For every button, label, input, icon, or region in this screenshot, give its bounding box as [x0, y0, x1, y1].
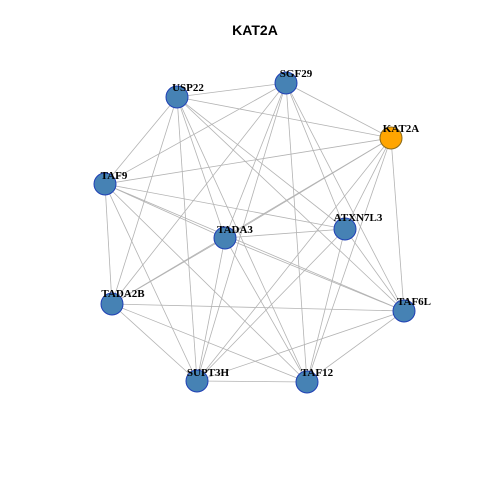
- node-label-taf9: TAF9: [101, 170, 128, 182]
- edges-layer: [104, 82, 405, 383]
- node-label-tada3: TADA3: [217, 224, 253, 236]
- node-label-taf12: TAF12: [301, 367, 334, 379]
- node-label-usp22: USP22: [172, 82, 204, 94]
- edge-taf9-atxn7l3: [104, 183, 346, 230]
- node-kat2a: KAT2A: [379, 123, 420, 150]
- chart-title: KAT2A: [232, 22, 278, 38]
- edge-usp22-taf12: [176, 96, 308, 383]
- edge-kat2a-taf9: [104, 137, 392, 185]
- node-taf12: TAF12: [295, 367, 334, 394]
- node-circle-taf6l: [392, 299, 416, 323]
- node-usp22: USP22: [165, 82, 204, 109]
- edge-taf9-taf12: [104, 183, 308, 383]
- edge-kat2a-taf6l: [390, 137, 405, 312]
- node-sgf29: SGF29: [274, 68, 313, 95]
- node-taf9: TAF9: [93, 170, 128, 196]
- edge-sgf29-supt3h: [196, 82, 287, 382]
- edge-taf9-supt3h: [104, 183, 198, 382]
- node-label-atxn7l3: ATXN7L3: [334, 212, 383, 224]
- node-circle-sgf29: [274, 71, 298, 95]
- edge-sgf29-usp22: [176, 82, 287, 98]
- edge-supt3h-taf12: [196, 380, 308, 383]
- edge-usp22-atxn7l3: [176, 96, 346, 230]
- node-label-tada2b: TADA2B: [101, 288, 145, 300]
- edge-taf9-taf6l: [104, 183, 405, 312]
- node-label-sgf29: SGF29: [280, 68, 313, 80]
- node-label-supt3h: SUPT3H: [187, 367, 230, 379]
- node-circle-kat2a: [379, 126, 403, 150]
- node-tada2b: TADA2B: [100, 288, 145, 316]
- edge-kat2a-atxn7l3: [344, 137, 392, 230]
- edge-taf9-tada3: [104, 183, 226, 239]
- edge-atxn7l3-taf6l: [344, 228, 405, 312]
- edge-tada2b-taf12: [111, 303, 308, 383]
- edge-tada3-atxn7l3: [224, 228, 346, 239]
- edge-kat2a-taf12: [306, 137, 392, 383]
- edge-sgf29-taf9: [104, 82, 287, 185]
- node-circle-supt3h: [185, 369, 209, 393]
- edge-tada3-tada2b: [111, 237, 226, 305]
- edge-tada2b-taf6l: [111, 303, 405, 312]
- edge-usp22-tada3: [176, 96, 226, 239]
- edge-sgf29-taf6l: [285, 82, 405, 312]
- edge-tada3-taf6l: [224, 237, 405, 312]
- edge-usp22-taf9: [104, 96, 178, 185]
- node-tada3: TADA3: [213, 224, 253, 250]
- node-label-kat2a: KAT2A: [383, 123, 420, 135]
- edge-kat2a-tada2b: [111, 137, 392, 305]
- node-supt3h: SUPT3H: [185, 367, 230, 393]
- edge-taf6l-taf12: [306, 310, 405, 383]
- node-circle-taf12: [295, 370, 319, 394]
- edge-usp22-taf6l: [176, 96, 405, 312]
- edge-taf6l-supt3h: [196, 310, 405, 382]
- edge-taf9-tada2b: [104, 183, 113, 305]
- node-circle-taf9: [93, 172, 117, 196]
- node-circle-atxn7l3: [333, 217, 357, 241]
- node-circle-tada2b: [100, 292, 124, 316]
- edge-sgf29-atxn7l3: [285, 82, 346, 230]
- edge-kat2a-sgf29: [285, 82, 392, 139]
- node-taf6l: TAF6L: [392, 296, 431, 323]
- edge-sgf29-tada2b: [111, 82, 287, 305]
- edge-atxn7l3-supt3h: [196, 228, 346, 382]
- edge-kat2a-supt3h: [196, 137, 392, 382]
- node-label-taf6l: TAF6L: [397, 296, 431, 308]
- edge-sgf29-tada3: [224, 82, 287, 239]
- edge-tada2b-supt3h: [111, 303, 198, 382]
- edge-usp22-supt3h: [176, 96, 198, 382]
- node-atxn7l3: ATXN7L3: [333, 212, 383, 241]
- edge-kat2a-usp22: [176, 96, 392, 139]
- edge-tada3-supt3h: [196, 237, 226, 382]
- node-circle-usp22: [165, 85, 189, 109]
- node-circle-tada3: [213, 226, 237, 250]
- edge-atxn7l3-taf12: [306, 228, 346, 383]
